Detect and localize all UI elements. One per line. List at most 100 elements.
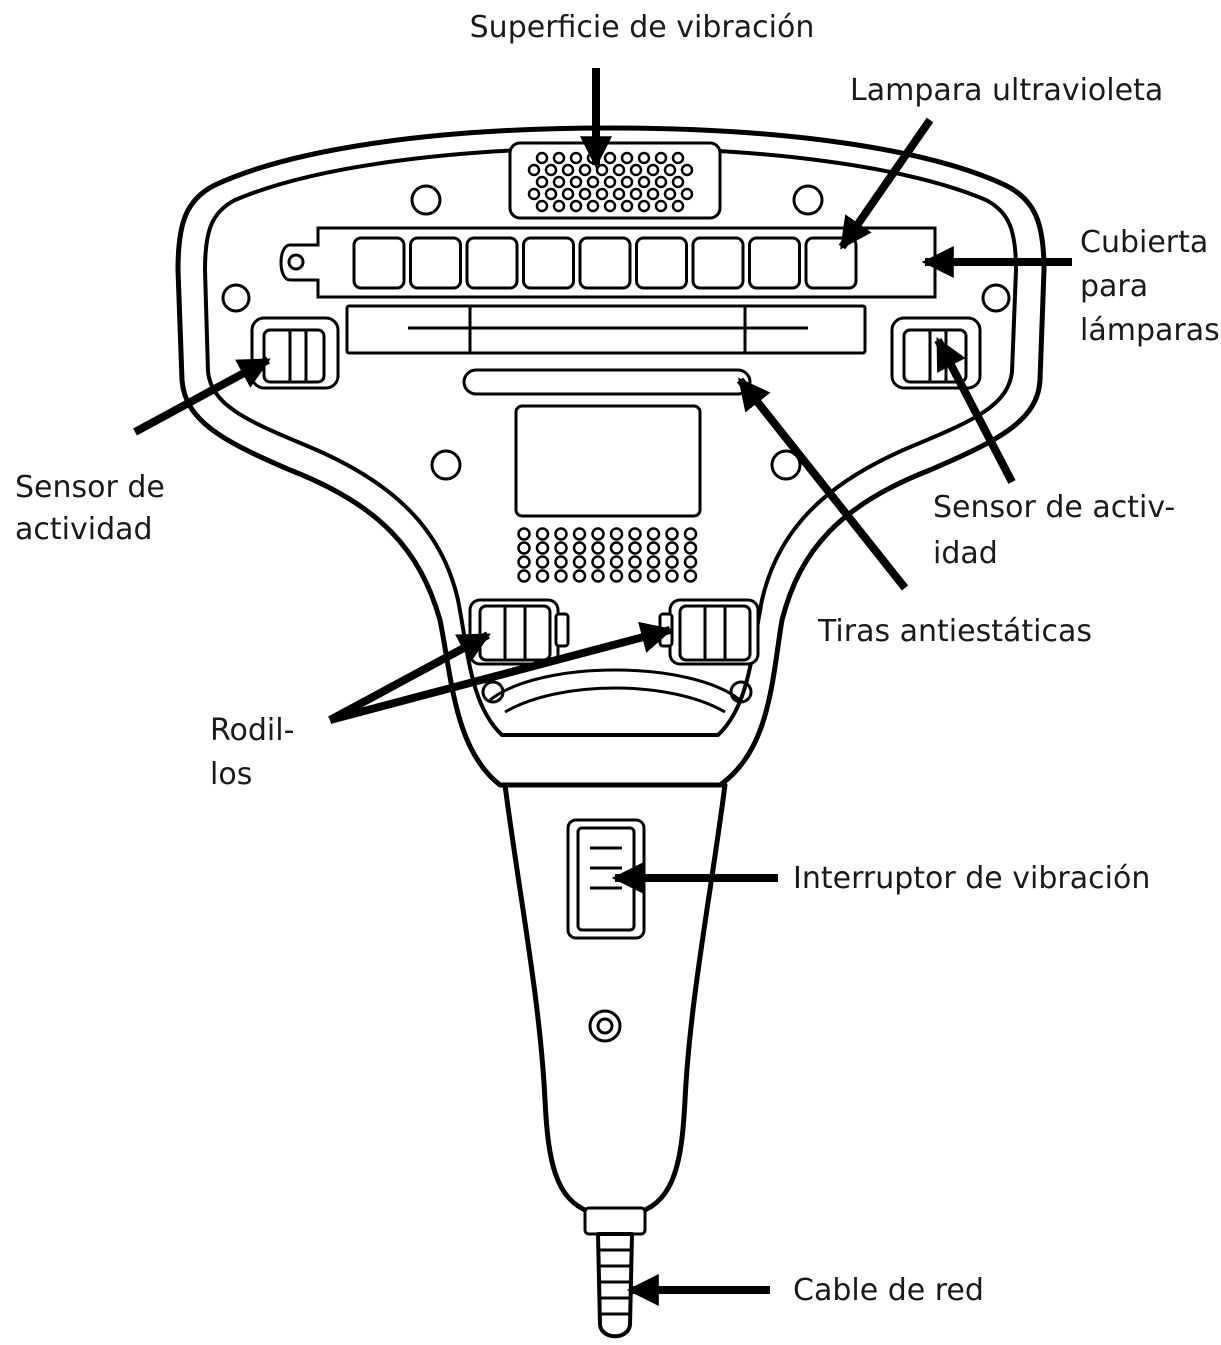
vibration-hole — [527, 163, 541, 177]
uv-lamp — [635, 236, 688, 290]
uv-lamp — [465, 236, 519, 290]
vibration-hole — [646, 163, 660, 177]
device-body — [175, 125, 1047, 1339]
speaker-hole — [683, 555, 698, 569]
speaker-hole — [517, 555, 531, 569]
speaker-hole — [628, 527, 642, 541]
screw-hole — [221, 283, 251, 313]
arrow-activity-sensor-right — [934, 337, 1016, 484]
speaker-hole — [535, 569, 550, 583]
vibration-hole — [671, 199, 685, 213]
vibration-hole — [603, 151, 617, 165]
labels: Superficie de vibración Lampara ultravio… — [15, 10, 1220, 1308]
vibration-hole — [586, 175, 600, 189]
arrow-roller-right — [328, 621, 674, 724]
speaker-hole — [665, 527, 679, 541]
speaker-grid — [517, 527, 698, 583]
speaker-hole — [646, 527, 661, 541]
vibration-hole — [561, 163, 575, 177]
vibration-hole — [544, 187, 558, 201]
speaker-hole — [646, 555, 661, 569]
uv-lamp — [748, 236, 801, 290]
vibration-hole — [637, 151, 651, 165]
label-vibration-switch: Interruptor de vibración — [793, 861, 1150, 896]
vibration-hole — [620, 175, 634, 189]
speaker-hole — [609, 555, 624, 569]
speaker-hole — [665, 555, 679, 569]
roller-right — [658, 598, 760, 666]
vibration-hole — [569, 175, 583, 189]
speaker-hole — [554, 569, 568, 583]
speaker-hole — [683, 569, 698, 583]
screw-hole — [729, 680, 753, 704]
vibration-hole — [535, 199, 549, 213]
screw-hole — [770, 449, 802, 481]
center-window — [514, 404, 702, 518]
speaker-hole — [628, 569, 642, 583]
vibration-switch — [566, 818, 646, 940]
speaker-hole — [609, 541, 624, 555]
label-power-cable: Cable de red — [793, 1273, 984, 1308]
screw-hole — [430, 449, 462, 481]
vibration-hole — [637, 199, 651, 213]
lamp-cover-screw — [287, 253, 305, 271]
power-cable — [583, 1206, 647, 1339]
activity-sensor-right — [890, 316, 982, 390]
speaker-hole — [535, 541, 550, 555]
vibration-hole — [612, 187, 626, 201]
speaker-hole — [628, 541, 642, 555]
arrow-roller-left — [328, 631, 491, 724]
uv-lamp — [691, 236, 745, 290]
vibration-hole — [663, 163, 677, 177]
speaker-hole — [646, 541, 661, 555]
speaker-hole — [665, 569, 679, 583]
vibration-hole — [629, 187, 643, 201]
label-uv-lamp: Lampara ultravioleta — [850, 73, 1163, 108]
vibration-hole — [654, 151, 668, 165]
vibration-hole — [603, 175, 617, 189]
speaker-hole — [646, 569, 661, 583]
vibration-hole — [527, 187, 541, 201]
speaker-hole — [628, 555, 642, 569]
vibration-hole — [595, 163, 609, 177]
speaker-hole — [609, 569, 624, 583]
speaker-hole — [665, 541, 679, 555]
speaker-hole — [572, 569, 587, 583]
vibration-hole — [586, 199, 600, 213]
uv-lamp — [409, 236, 462, 290]
speaker-hole — [554, 527, 568, 541]
label-rollers: Rodil- los — [210, 713, 304, 792]
screw-hole — [410, 184, 442, 216]
vibration-hole — [535, 175, 549, 189]
vibration-hole — [637, 175, 651, 189]
vibration-hole — [552, 151, 566, 165]
vibration-hole — [569, 151, 583, 165]
speaker-hole — [517, 541, 531, 555]
speaker-hole — [572, 541, 587, 555]
uv-lamp — [352, 236, 406, 290]
speaker-hole — [609, 527, 624, 541]
arrow-activity-sensor-left — [133, 356, 271, 436]
label-lamp-cover: Cubierta para lámparas — [1080, 225, 1220, 348]
antistatic-strip — [462, 368, 752, 396]
speaker-hole — [535, 555, 550, 569]
vibration-hole — [654, 175, 668, 189]
vibration-hole — [671, 151, 685, 165]
label-antistatic-strips: Tiras antiestáticas — [817, 614, 1092, 649]
arrow-antistatic-strips — [736, 377, 909, 591]
callout-arrows — [133, 68, 1072, 1306]
speaker-hole — [517, 569, 531, 583]
vibration-hole — [552, 175, 566, 189]
uv-lamps — [352, 236, 858, 290]
speaker-hole — [517, 527, 531, 541]
vibration-hole — [620, 199, 634, 213]
vibration-hole — [578, 163, 592, 177]
activity-sensor-left — [250, 316, 340, 390]
vibration-hole — [603, 199, 617, 213]
roller-tray — [489, 668, 741, 702]
vibration-hole — [646, 187, 660, 201]
speaker-hole — [591, 569, 605, 583]
vibration-hole — [663, 187, 677, 201]
vibration-hole — [680, 163, 694, 177]
